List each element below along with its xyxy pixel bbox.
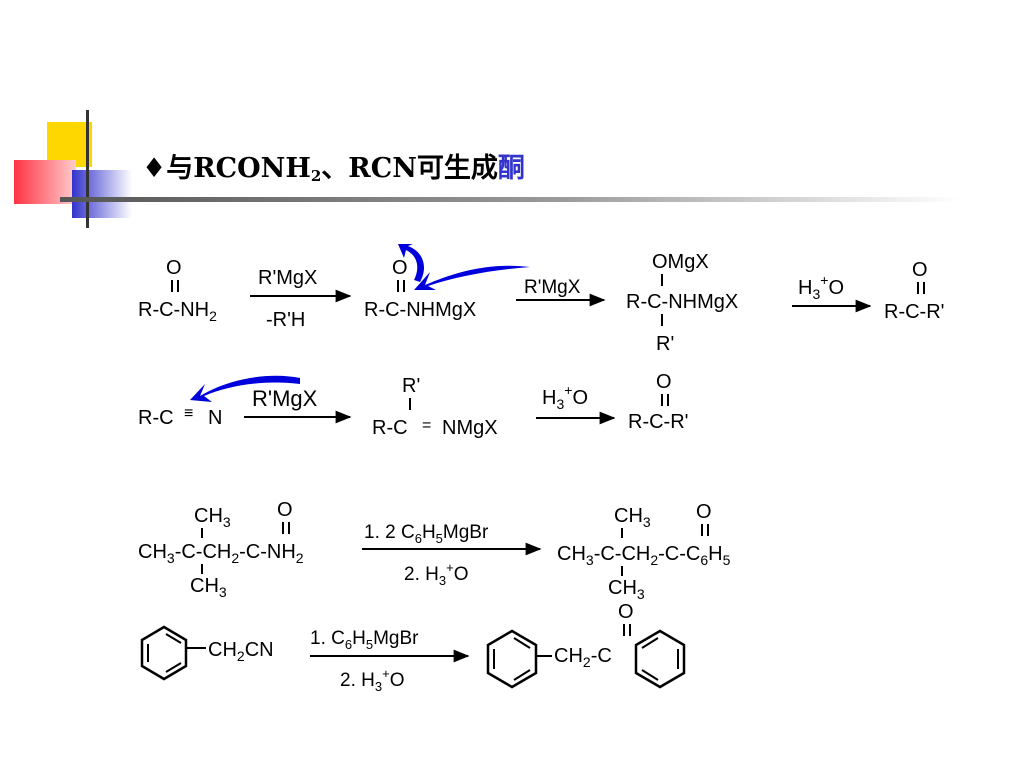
example1: CH3 O CH3-C-CH2-C-NH2 CH3 1. 2 C6H5MgBr …: [138, 499, 731, 602]
ex1-product: CH3-C-CH2-C-C6H5: [557, 543, 731, 568]
inter2-formula: R-C-NHMgX: [626, 291, 738, 313]
inter2-r: R': [656, 333, 674, 355]
inter1-oxygen: O: [392, 257, 408, 279]
ex1-prod-bottom-ch3: CH3: [608, 577, 645, 602]
ex1-bottom-ch3: CH3: [190, 575, 227, 600]
nitrile-rc: R-C: [138, 407, 174, 429]
curved-arrow-icon: [398, 244, 424, 282]
product2-oxygen: O: [656, 371, 672, 393]
triple-bond: ≡: [184, 405, 193, 422]
curved-arrow-icon: [190, 375, 300, 402]
ex1-amide: CH3-C-CH2-C-NH2: [138, 541, 304, 566]
title-underline: [60, 197, 960, 202]
ex2-benzyl-cyanide: CH2CN: [208, 639, 274, 664]
ex2-product: CH2-C: [554, 645, 612, 670]
double-bond: =: [422, 417, 431, 434]
hydrolysis-1: H3+O: [798, 272, 844, 302]
reagent-rmgx-2: R'MgX: [524, 277, 581, 298]
byproduct-rh: -R'H: [266, 309, 305, 331]
deco-blue-square: [72, 170, 132, 218]
product2-ketone: R-C-R': [628, 411, 688, 433]
ex2-prod-oxygen: O: [618, 601, 634, 623]
reaction2: R-C ≡ N R'MgX R' R-C = NMgX H3+O O R-C-R…: [138, 371, 688, 439]
benzene-ring-icon: [486, 629, 538, 689]
benzene-ring-icon: [634, 629, 686, 689]
title-prefix: ♦与RCONH: [142, 153, 311, 184]
deco-vertical-line: [86, 110, 89, 228]
imine-nmgx: NMgX: [442, 417, 498, 439]
ex1-condition-1: 1. 2 C6H5MgBr: [364, 522, 489, 546]
ex1-oxygen: O: [277, 499, 293, 521]
deco-yellow-square: [47, 122, 92, 167]
title-sub: 2: [310, 167, 322, 185]
ex1-prod-oxygen: O: [696, 501, 712, 523]
nitrile-n: N: [208, 407, 222, 429]
title-mid: 、RCN可生成: [321, 153, 498, 184]
ex1-top-ch3: CH3: [194, 505, 231, 530]
deco-red-square: [14, 160, 76, 204]
amide-oxygen: O: [166, 257, 182, 279]
slide-title: ♦与RCONH2、RCN可生成酮: [142, 146, 525, 185]
reagent-rmgx-3: R'MgX: [252, 386, 318, 411]
imine-r: R': [402, 375, 420, 397]
curved-arrow-icon: [414, 265, 530, 290]
ex1-prod-top-ch3: CH3: [614, 505, 651, 530]
hydrolysis-2: H3+O: [542, 382, 588, 412]
ex1-condition-2: 2. H3+O: [404, 560, 468, 588]
ex2-condition-2: 2. H3+O: [340, 666, 404, 694]
ex2-condition-1: 1. C6H5MgBr: [310, 628, 419, 652]
title-highlight: 酮: [497, 153, 525, 184]
amide-formula: R-C-NH2: [138, 299, 217, 324]
inter2-omgx: OMgX: [652, 251, 709, 273]
product1-oxygen: O: [912, 259, 928, 281]
reagent-rmgx-1: R'MgX: [258, 267, 317, 289]
imine-rc: R-C: [372, 417, 408, 439]
reaction1: O R-C-NH2 R'MgX -R'H O R-C-NHMgX R'MgX O…: [138, 244, 944, 355]
inter1-formula: R-C-NHMgX: [364, 299, 476, 321]
example2: CH2CN 1. C6H5MgBr 2. H3+O O CH2-C: [140, 601, 686, 694]
benzene-ring-icon: [140, 625, 188, 681]
product1-ketone: R-C-R': [884, 301, 944, 323]
